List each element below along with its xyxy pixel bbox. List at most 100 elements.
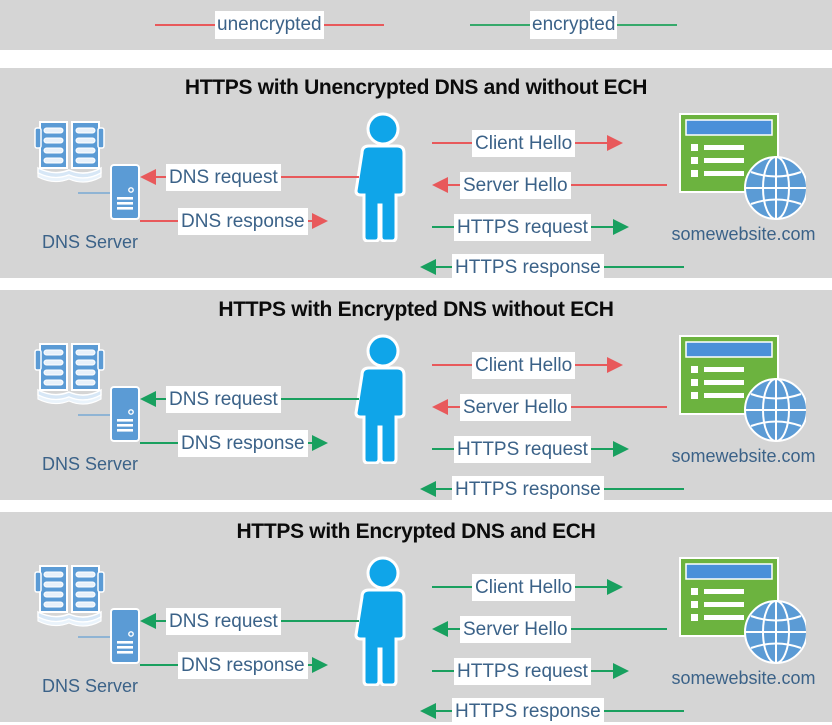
website-node: somewebsite.com <box>668 112 818 262</box>
arrowhead-left-icon <box>140 391 156 407</box>
flow-line-lead <box>432 226 454 228</box>
flow-line-lead <box>432 142 472 144</box>
book-icon <box>32 336 107 406</box>
flow-dns-0: DNS request <box>140 607 359 635</box>
flow-line-tail <box>603 266 684 268</box>
flow-line-tail <box>307 442 312 444</box>
arrowhead-left-icon <box>420 481 436 497</box>
flow-line-lead <box>436 488 452 490</box>
book-icon <box>32 114 107 184</box>
flow-line-lead <box>156 398 166 400</box>
flow-web-1-label: Server Hello <box>460 615 571 643</box>
website-label: somewebsite.com <box>671 446 816 466</box>
legend-label-unencrypted: unencrypted <box>215 11 324 39</box>
website-globe-icon <box>678 334 808 446</box>
arrowhead-right-icon <box>311 435 328 451</box>
website-globe-icon <box>678 112 808 224</box>
flow-line-lead <box>140 220 178 222</box>
flow-web-0: Client Hello <box>432 129 624 157</box>
flow-line-tail <box>590 448 613 450</box>
book-icon <box>32 558 107 628</box>
website-label: somewebsite.com <box>671 224 816 244</box>
flow-web-3: HTTPS response <box>420 253 684 281</box>
flow-dns-0: DNS request <box>140 385 359 413</box>
person-icon <box>350 112 416 243</box>
flow-line-tail <box>575 364 608 366</box>
dns-server-label: DNS Server <box>41 676 139 696</box>
flow-line-lead <box>156 620 166 622</box>
flow-dns-1-label: DNS response <box>178 429 308 457</box>
flow-web-3-label: HTTPS response <box>452 475 604 503</box>
flow-web-3-label: HTTPS response <box>452 253 604 281</box>
legend-label-encrypted: encrypted <box>530 11 618 39</box>
arrowhead-left-icon <box>432 177 448 193</box>
website-node: somewebsite.com <box>668 334 818 484</box>
dns-server-node: DNS Server <box>20 558 155 708</box>
flow-line-tail <box>570 628 667 630</box>
dns-server-label: DNS Server <box>41 232 139 252</box>
flow-line-tail <box>280 176 359 178</box>
legend-line-left <box>470 24 530 26</box>
legend-line-left <box>155 24 215 26</box>
flow-line-tail <box>590 670 613 672</box>
flow-dns-0: DNS request <box>140 163 359 191</box>
connector-line <box>78 192 112 194</box>
arrowhead-right-icon <box>311 657 328 673</box>
flow-line-lead <box>432 448 454 450</box>
flow-line-tail <box>575 586 608 588</box>
panel-title: HTTPS with Encrypted DNS without ECH <box>218 298 614 321</box>
flow-line-tail <box>570 406 667 408</box>
arrowhead-left-icon <box>140 613 156 629</box>
flow-line-lead <box>436 710 452 712</box>
flow-line-lead <box>140 442 178 444</box>
flow-web-2-label: HTTPS request <box>454 435 591 463</box>
arrowhead-left-icon <box>140 169 156 185</box>
panel-title: HTTPS with Unencrypted DNS and without E… <box>184 76 648 99</box>
flow-line-tail <box>590 226 613 228</box>
legend-line-right <box>323 24 384 26</box>
flow-line-tail <box>280 620 359 622</box>
flow-line-tail <box>307 664 312 666</box>
legend-item-unencrypted: unencrypted <box>155 0 384 50</box>
connector-line <box>78 636 112 638</box>
flow-web-2: HTTPS request <box>432 213 629 241</box>
panel-encrypted-dns-ech: HTTPS with Encrypted DNS and ECH DNS Ser… <box>0 512 832 725</box>
arrowhead-right-icon <box>612 441 629 457</box>
flow-dns-1: DNS response <box>140 651 328 679</box>
arrowhead-left-icon <box>432 621 448 637</box>
flow-dns-0-label: DNS request <box>166 163 281 191</box>
flow-web-1: Server Hello <box>432 393 667 421</box>
arrowhead-left-icon <box>420 259 436 275</box>
flow-line-tail <box>603 488 684 490</box>
flow-web-3: HTTPS response <box>420 697 684 725</box>
arrowhead-right-icon <box>612 219 629 235</box>
flow-line-lead <box>448 628 460 630</box>
panel-title: HTTPS with Encrypted DNS and ECH <box>236 520 596 543</box>
flow-line-tail <box>575 142 608 144</box>
arrowhead-right-icon <box>612 663 629 679</box>
dns-server-node: DNS Server <box>20 114 155 264</box>
flow-line-tail <box>307 220 312 222</box>
flow-line-tail <box>280 398 359 400</box>
flow-dns-0-label: DNS request <box>166 385 281 413</box>
flow-line-lead <box>432 364 472 366</box>
flow-web-0: Client Hello <box>432 351 624 379</box>
connector-line <box>78 414 112 416</box>
person-icon <box>350 556 416 687</box>
flow-web-0: Client Hello <box>432 573 624 601</box>
server-tower-icon <box>110 164 140 220</box>
legend-line-right <box>617 24 678 26</box>
flow-line-lead <box>448 406 460 408</box>
legend-band: unencrypted encrypted <box>0 0 832 50</box>
website-globe-icon <box>678 556 808 668</box>
flow-web-3-label: HTTPS response <box>452 697 604 725</box>
legend-item-encrypted: encrypted <box>470 0 678 50</box>
flow-dns-1-label: DNS response <box>178 651 308 679</box>
website-node: somewebsite.com <box>668 556 818 706</box>
dns-server-node: DNS Server <box>20 336 155 486</box>
website-label: somewebsite.com <box>671 668 816 688</box>
flow-dns-1-label: DNS response <box>178 207 308 235</box>
server-tower-icon <box>110 386 140 442</box>
flow-line-lead <box>140 664 178 666</box>
